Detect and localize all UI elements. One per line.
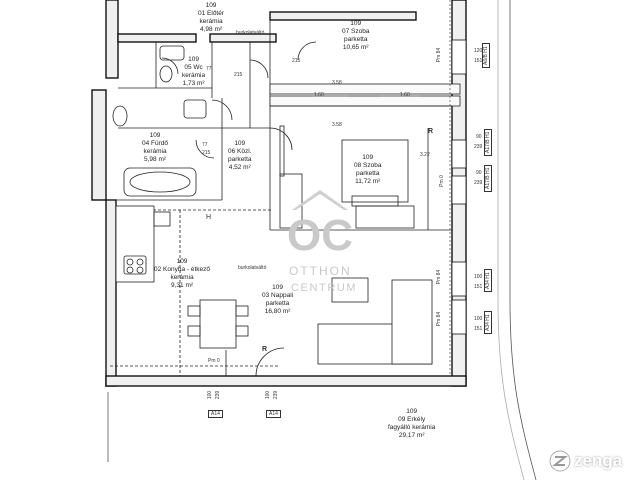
note-pm0-right: Pm 0 (438, 175, 445, 187)
note-burkolatvalto-2: burkolatváltó (238, 265, 267, 271)
note-r1: R (428, 128, 434, 135)
door-h-2: 239 (273, 390, 280, 400)
door-tag-1: A14 (208, 410, 223, 418)
note-pm84-r2: Pm 84 (436, 269, 443, 285)
watermark-centrum: CENTRUM (291, 282, 358, 294)
zenga-icon (549, 450, 571, 472)
window-h-3: 239 (474, 180, 483, 186)
zenga-logo: zenga (548, 449, 632, 473)
window-h-2: 239 (474, 144, 483, 150)
watermark-otthon: OTTHON (289, 264, 352, 278)
dim-358b: 3.58 (332, 122, 342, 128)
note-pm-left: Pm 84 (436, 47, 443, 63)
note-pm0-bottom: Pm 0 (208, 358, 220, 364)
window-w-2: 90 (476, 134, 482, 140)
dim-77a: 77 (206, 66, 212, 72)
window-h-5: 151 (474, 326, 483, 332)
window-w-1: 120 (474, 48, 483, 54)
note-h: H (206, 214, 212, 221)
note-burkolatvalto-1: burkolatváltó (236, 30, 265, 36)
dim-215c: 215 (202, 150, 211, 156)
dim-215b: 215 (292, 58, 301, 64)
window-tag-3: A17/B H1 (484, 164, 492, 192)
window-w-3: 90 (476, 170, 482, 176)
dim-77b: 77 (202, 142, 208, 148)
note-pm84-r3: Pm 84 (436, 311, 443, 327)
dim-160a: 1.60 (314, 92, 324, 98)
door-w-1: 100 (207, 390, 214, 400)
window-w-5: 100 (474, 316, 483, 322)
door-tag-2: A14 (266, 410, 281, 418)
window-tag-2: A17/B H1 (484, 128, 492, 156)
door-w-2: 100 (265, 390, 272, 400)
dim-160b: 1.60 (400, 92, 410, 98)
watermark-logo: OC (288, 190, 352, 256)
dim-322: 3.22 (420, 152, 430, 158)
zenga-text: zenga (574, 451, 623, 470)
window-w-4: 100 (474, 274, 483, 280)
window-h-4: 151 (474, 284, 483, 290)
dim-215a: 215 (234, 72, 243, 78)
window-tag-1: A6/B H1 (482, 43, 490, 68)
svg-text:OC: OC (288, 211, 352, 256)
note-r2: R (262, 346, 268, 353)
window-tag-4: A34 H1 (484, 269, 492, 292)
dim-358a: 3.58 (332, 80, 342, 86)
door-h-1: 239 (215, 390, 222, 400)
window-h-1: 151 (474, 58, 483, 64)
window-tag-5: A34 H1 (484, 311, 492, 334)
